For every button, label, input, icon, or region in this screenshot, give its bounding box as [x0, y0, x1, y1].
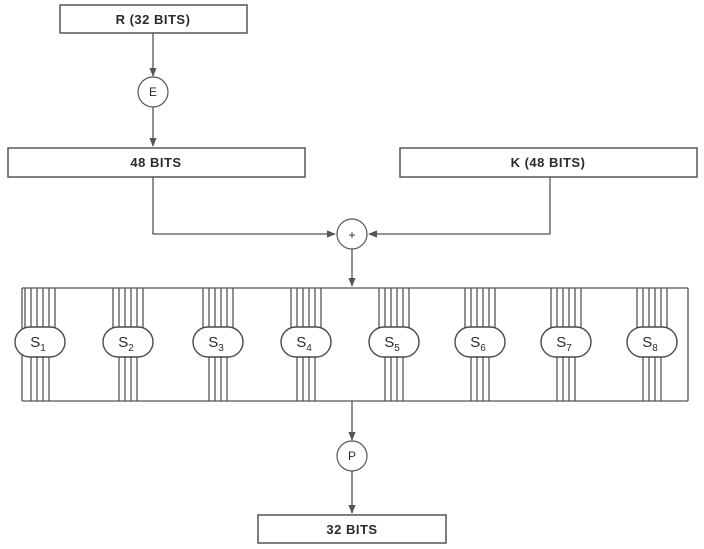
sbox-label: S2	[118, 334, 134, 354]
sbox-shape	[14, 326, 66, 358]
sbox-shape	[102, 326, 154, 358]
sbox-letter: S	[296, 334, 306, 351]
sbox-7: S7	[540, 288, 592, 401]
sbox-3: S3	[192, 288, 244, 401]
sbox-label: S6	[470, 334, 486, 354]
wire-key-to-xor	[368, 177, 551, 238]
xor-operator: +	[336, 218, 368, 250]
sbox-index: 1	[40, 343, 46, 354]
sbox-letter: S	[30, 334, 40, 351]
sbox-shape	[540, 326, 592, 358]
sbox-8: S8	[626, 288, 678, 401]
wire-48-to-xor	[152, 177, 336, 238]
sbox-6: S6	[454, 288, 506, 401]
sbox-letter: S	[556, 334, 566, 351]
sbox-label: S3	[208, 334, 224, 354]
sbox-label: S1	[30, 334, 46, 354]
key-block: K (48 BITS)	[399, 147, 698, 178]
sbox-label: S5	[384, 334, 400, 354]
sbox-label: S4	[296, 334, 312, 354]
sbox-index: 4	[306, 343, 312, 354]
sbox-shape	[368, 326, 420, 358]
sbox-shape	[192, 326, 244, 358]
sbox-index: 5	[394, 343, 400, 354]
sbox-letter: S	[384, 334, 394, 351]
sbox-shape	[280, 326, 332, 358]
expansion-label: E	[149, 85, 157, 99]
permutation-label: P	[348, 449, 356, 463]
expansion-operator: E	[137, 76, 169, 108]
sbox-label: S8	[642, 334, 658, 354]
key-label: K (48 BITS)	[511, 155, 586, 170]
expanded-label: 48 BITS	[130, 155, 181, 170]
sbox-letter: S	[470, 334, 480, 351]
sbox-shape	[626, 326, 678, 358]
sbox-index: 2	[128, 343, 134, 354]
output-32-bits-block: 32 BITS	[257, 514, 447, 544]
sbox-letter: S	[208, 334, 218, 351]
sbox-shape	[454, 326, 506, 358]
sbox-index: 6	[480, 343, 486, 354]
sbox-1: S1	[14, 288, 66, 401]
sbox-label: S7	[556, 334, 572, 354]
sbox-5: S5	[368, 288, 420, 401]
expanded-48-bits-block: 48 BITS	[7, 147, 306, 178]
xor-label: +	[348, 228, 355, 242]
output-label: 32 BITS	[326, 522, 377, 537]
sbox-index: 7	[566, 343, 572, 354]
sbox-index: 8	[652, 343, 658, 354]
sbox-4: S4	[280, 288, 332, 401]
sbox-letter: S	[118, 334, 128, 351]
sbox-index: 3	[218, 343, 224, 354]
r-input-label: R (32 BITS)	[116, 12, 191, 27]
sbox-letter: S	[642, 334, 652, 351]
r-input-block: R (32 BITS)	[59, 4, 248, 34]
permutation-operator: P	[336, 440, 368, 472]
sbox-2: S2	[102, 288, 154, 401]
